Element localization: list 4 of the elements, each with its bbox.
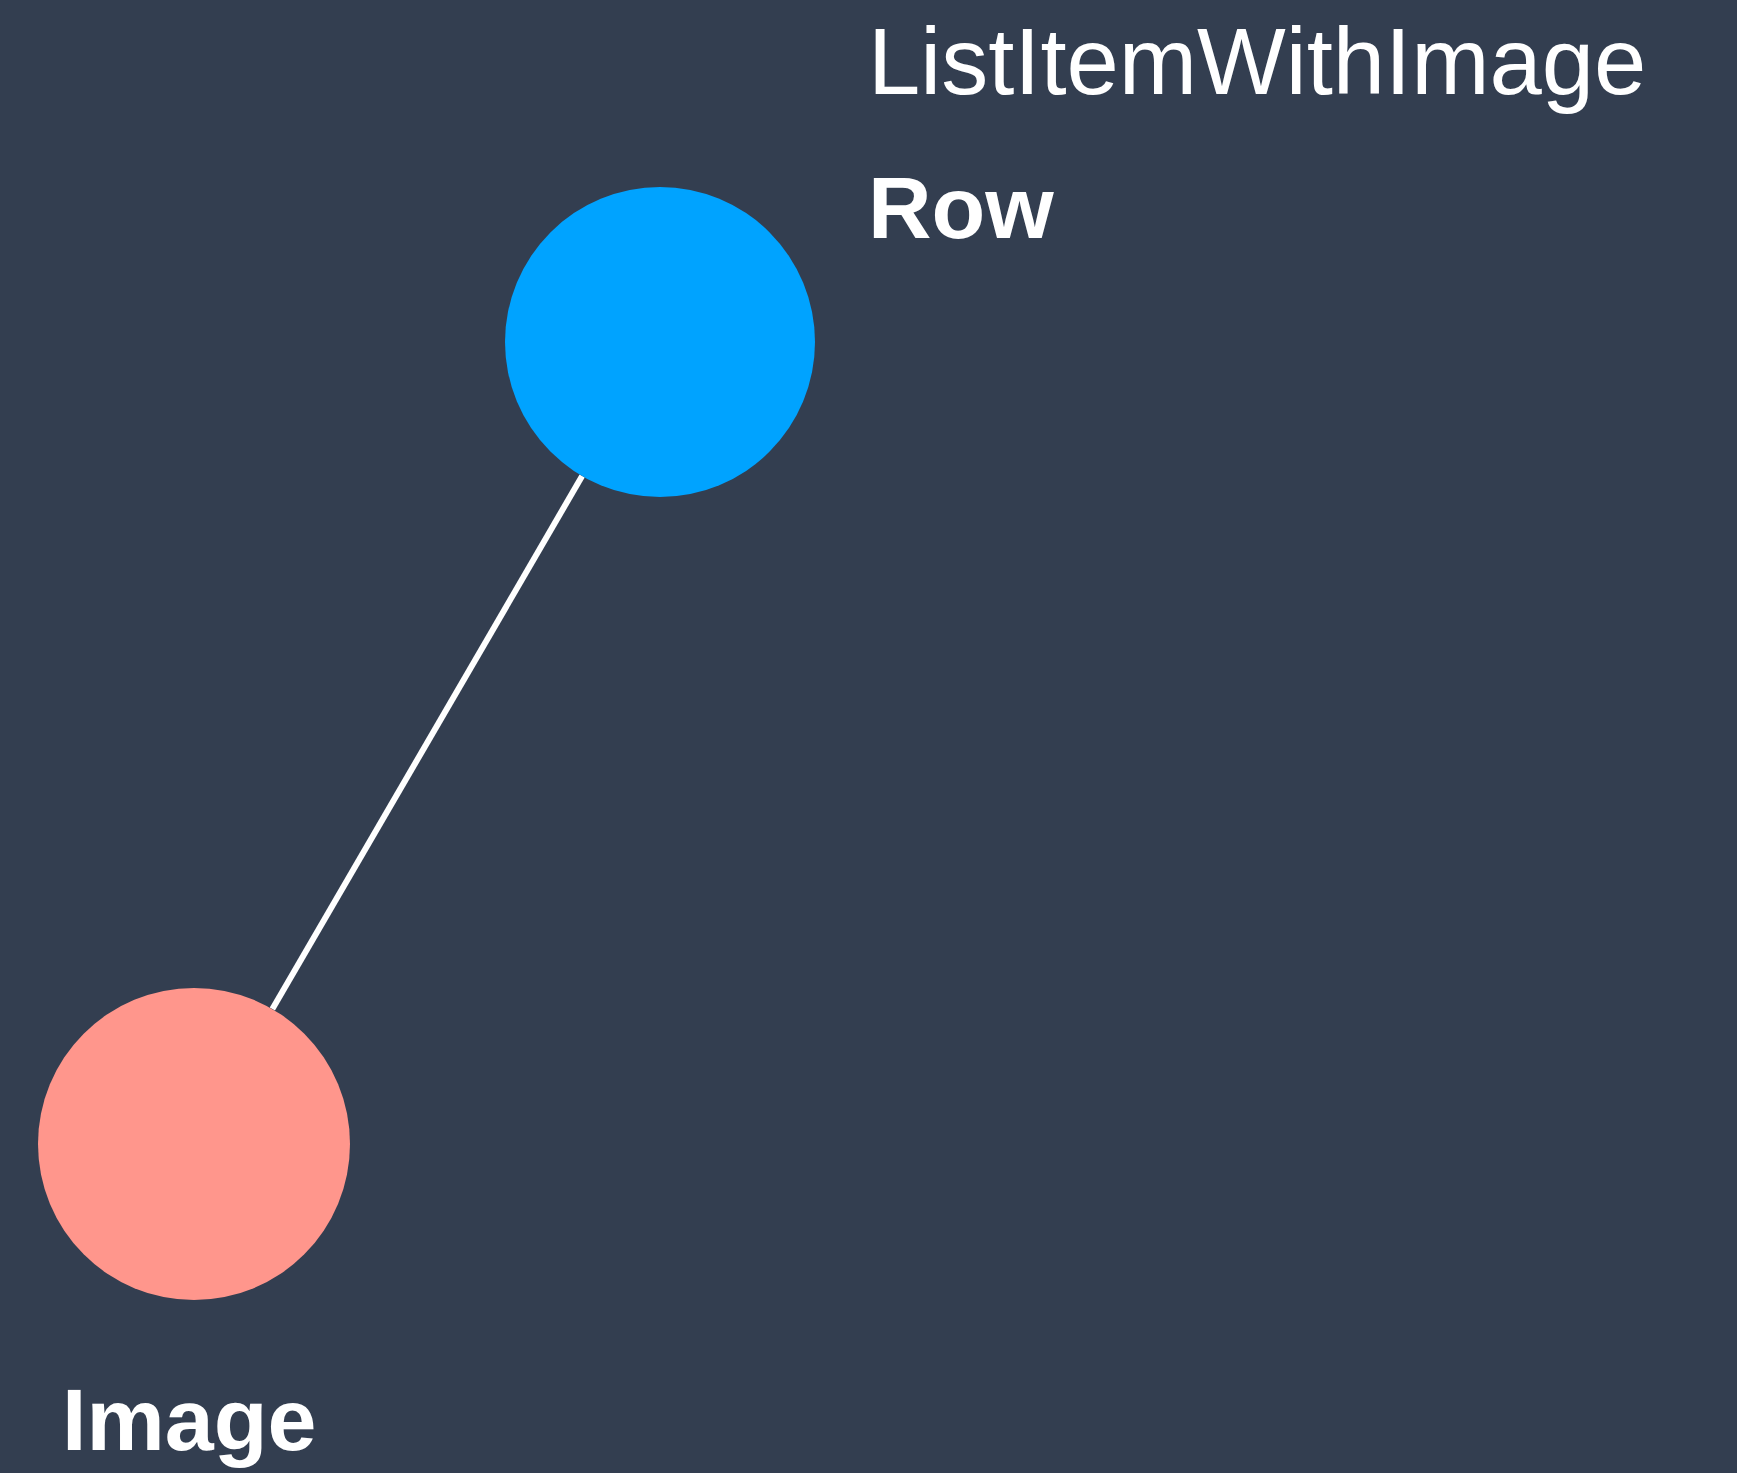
node-label: Row [868,160,1054,257]
diagram-title: ListItemWithImage [868,8,1647,116]
node-label: Image [62,1372,317,1469]
connector-line [269,474,585,1011]
